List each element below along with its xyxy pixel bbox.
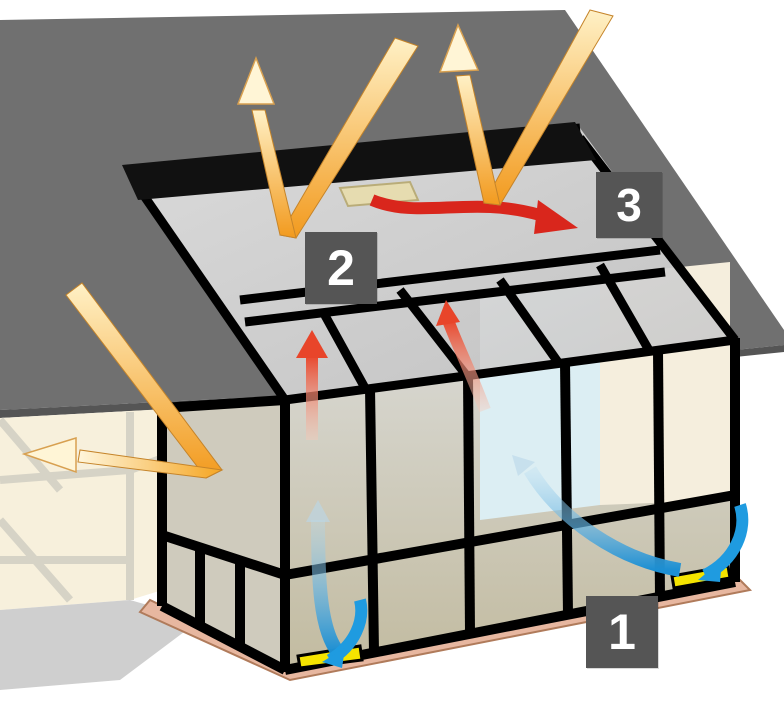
zone-label-3: 3 — [596, 172, 662, 238]
cool-air-arrow — [512, 455, 749, 582]
house-shadow — [0, 600, 200, 690]
sun-ray-arrow — [236, 37, 419, 239]
warm-air-arrow — [436, 300, 491, 413]
sun-ray-arrow — [438, 9, 614, 206]
roof-gutter — [161, 395, 286, 413]
roof-edge — [0, 345, 784, 418]
warm-air-arrow — [296, 330, 328, 440]
warm-air-arrow — [369, 194, 578, 234]
sun-ray-arrow — [21, 282, 224, 479]
zone-label-1: 1 — [586, 596, 658, 668]
roof-vent — [338, 180, 420, 208]
zone-label-2: 2 — [305, 232, 377, 304]
cool-air-arrow — [306, 500, 368, 668]
